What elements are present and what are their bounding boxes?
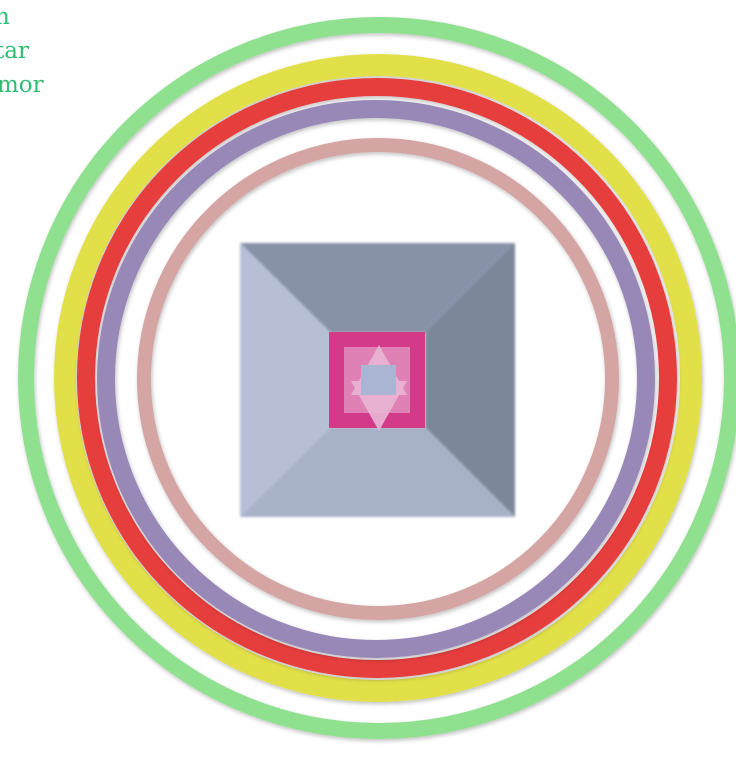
center-small-square <box>361 365 396 395</box>
center-emblem <box>329 332 425 431</box>
